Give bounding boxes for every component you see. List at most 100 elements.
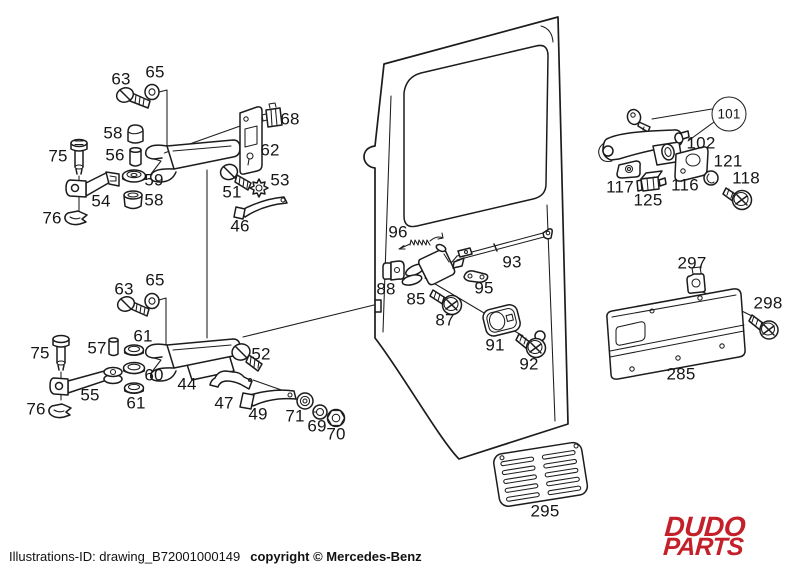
part-55-arm <box>49 366 123 396</box>
part-label-75: 75 <box>48 146 68 166</box>
part-label-49: 49 <box>248 404 268 424</box>
part-label-121: 121 <box>713 151 743 171</box>
part-76-clip <box>48 403 72 419</box>
lock-mechanism-assembly <box>382 228 553 359</box>
part-61-washer-lower <box>123 382 145 395</box>
part-59-washer <box>121 169 147 183</box>
part-label-59: 59 <box>144 170 164 190</box>
illustrations-id-text: Illustrations-ID: drawing_B72001000149 <box>9 549 241 564</box>
part-91-bezel <box>482 303 521 337</box>
part-label-52: 52 <box>251 344 271 364</box>
part-121-ring <box>703 170 719 186</box>
part-71-grommet <box>296 392 314 410</box>
part-96-spring <box>398 232 444 250</box>
part-117-pad <box>616 160 641 179</box>
part-label-61: 61 <box>126 393 146 413</box>
part-label-101: 101 <box>711 96 747 132</box>
part-label-63: 63 <box>111 69 131 89</box>
key <box>626 108 651 133</box>
part-118-screw <box>722 187 753 211</box>
part-label-125: 125 <box>633 190 663 210</box>
part-label-92: 92 <box>519 354 539 374</box>
part-label-102: 102 <box>686 133 716 153</box>
footer: Illustrations-ID: drawing_B72001000149 c… <box>9 549 422 564</box>
part-92-screw <box>515 333 547 359</box>
lower-hinge-assembly <box>48 292 346 428</box>
door-shell <box>363 16 569 460</box>
part-label-93: 93 <box>502 252 522 272</box>
part-label-285: 285 <box>666 364 696 384</box>
door-handle-assembly <box>598 108 753 211</box>
part-49-arm <box>239 389 297 410</box>
part-label-88: 88 <box>376 279 396 299</box>
part-63-screw <box>116 296 150 317</box>
part-60-washer <box>122 361 146 375</box>
outer-door-handle <box>598 129 683 166</box>
part-label-46: 46 <box>230 216 250 236</box>
part-label-85: 85 <box>406 289 426 309</box>
part-57-sleeve <box>108 337 119 357</box>
part-76-clip <box>64 210 88 226</box>
part-61-washer <box>123 344 145 357</box>
part-label-68: 68 <box>280 109 300 129</box>
part-68-clip <box>261 102 283 128</box>
part-56-sleeve <box>129 146 142 167</box>
part-298-screw <box>748 314 779 340</box>
part-label-70: 70 <box>326 424 346 444</box>
upper-hinge-assembly <box>64 83 288 226</box>
part-label-297: 297 <box>677 253 707 273</box>
part-75-pin <box>70 138 88 212</box>
part-65-washer <box>144 292 160 310</box>
part-label-63: 63 <box>114 279 134 299</box>
part-54-arm <box>65 171 120 198</box>
part-label-62: 62 <box>260 140 280 160</box>
part-label-117: 117 <box>606 177 634 197</box>
part-label-76: 76 <box>42 208 62 228</box>
part-label-51: 51 <box>222 182 242 202</box>
part-label-71: 71 <box>285 406 305 426</box>
part-285-panel <box>606 288 746 380</box>
part-58-cap <box>127 124 144 144</box>
part-label-295: 295 <box>530 501 560 521</box>
part-label-96: 96 <box>388 222 408 242</box>
part-label-69: 69 <box>307 416 327 436</box>
part-label-298: 298 <box>753 293 783 313</box>
part-label-56: 56 <box>105 145 125 165</box>
part-85-lock-body <box>401 243 465 286</box>
part-63-screw <box>115 87 151 109</box>
part-47-bracket <box>209 370 253 390</box>
copyright-text: copyright © Mercedes-Benz <box>250 549 422 564</box>
part-95-lever <box>463 270 489 283</box>
part-125-connector <box>636 170 667 192</box>
part-65-washer <box>144 83 160 101</box>
part-label-60: 60 <box>144 365 164 385</box>
logo-line2: PARTS <box>662 532 745 561</box>
dudo-parts-logo: DUDO PARTS <box>662 511 746 561</box>
part-51-screw <box>219 163 252 191</box>
part-297-clip <box>686 266 706 294</box>
part-label-95: 95 <box>474 278 494 298</box>
part-label-44: 44 <box>177 374 197 394</box>
part-label-57: 57 <box>87 338 107 358</box>
part-label-58: 58 <box>103 123 123 143</box>
vent-grille-295 <box>493 441 589 508</box>
door-panel-assembly <box>606 266 779 380</box>
part-label-75: 75 <box>30 343 50 363</box>
part-label-118: 118 <box>732 168 760 188</box>
part-label-58: 58 <box>144 190 164 210</box>
part-53-star-washer <box>249 178 269 198</box>
part-label-54: 54 <box>91 191 111 211</box>
part-label-76: 76 <box>26 399 46 419</box>
part-58-cup <box>123 190 143 210</box>
part-label-65: 65 <box>145 270 165 290</box>
part-label-47: 47 <box>214 393 234 413</box>
part-label-65: 65 <box>145 62 165 82</box>
part-label-116: 116 <box>671 175 699 195</box>
part-52-screw <box>231 343 263 372</box>
part-label-55: 55 <box>80 385 100 405</box>
part-46-bracket <box>233 196 288 220</box>
part-label-91: 91 <box>485 335 505 355</box>
part-label-87: 87 <box>435 310 455 330</box>
